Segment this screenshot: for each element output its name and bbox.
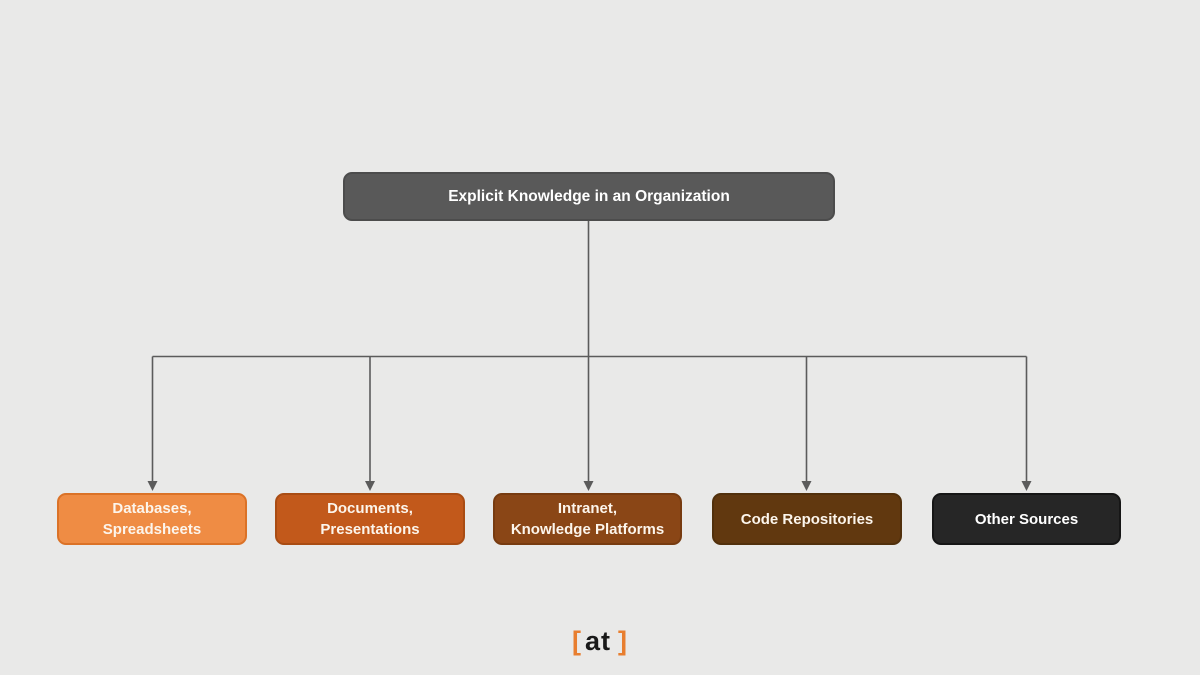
child-node-label: Databases, Spreadsheets [102, 500, 202, 538]
child-node-documents-presentations: Documents, Presentations [275, 493, 465, 545]
child-node-other-sources: Other Sources [932, 493, 1121, 545]
logo-close-bracket-icon: ] [618, 626, 628, 656]
child-node-label: Intranet, Knowledge Platforms [510, 500, 665, 538]
child-node-label: Documents, Presentations [320, 500, 420, 538]
logo-open-bracket-icon: [ [571, 626, 582, 656]
child-node-label: Other Sources [974, 510, 1079, 528]
child-node-databases-spreadsheets: Databases, Spreadsheets [57, 493, 247, 545]
brand-logo: [at] [0, 626, 1200, 657]
arrowhead-icon [801, 481, 812, 491]
logo-text: at [584, 626, 611, 656]
child-node-intranet-knowledge-platforms: Intranet, Knowledge Platforms [493, 493, 682, 545]
root-node-label: Explicit Knowledge in an Organization [448, 188, 730, 205]
arrowhead-icon [1021, 481, 1032, 491]
child-node-code-repositories: Code Repositories [712, 493, 902, 545]
arrowhead-icon [365, 481, 375, 491]
arrowhead-icon [147, 481, 158, 491]
root-node-explicit-knowledge: Explicit Knowledge in an Organization [343, 172, 835, 221]
child-node-label: Code Repositories [740, 510, 874, 528]
arrowhead-icon [583, 481, 594, 491]
